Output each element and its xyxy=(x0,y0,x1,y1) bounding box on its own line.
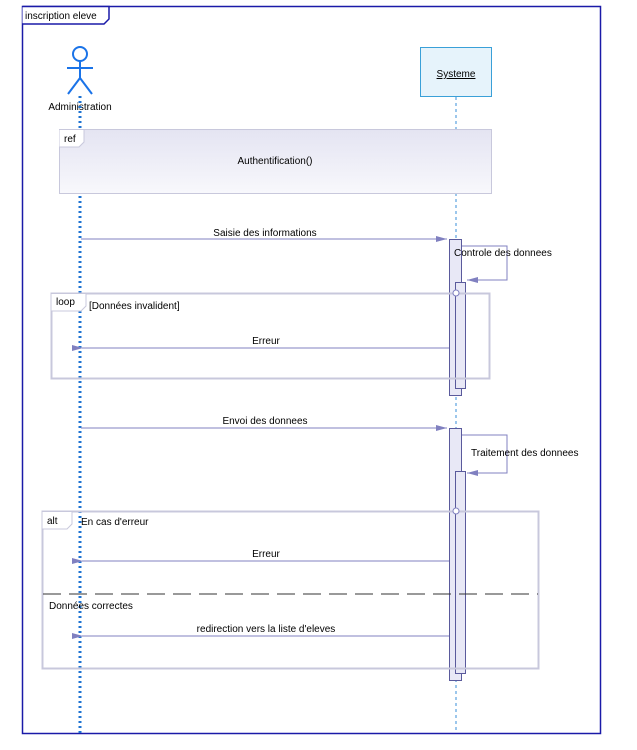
alt-fragment-tag xyxy=(42,511,73,530)
alt-fragment-tag-label: alt xyxy=(47,516,58,527)
system-activation-2-nested xyxy=(455,471,466,674)
message-traitement-arrow xyxy=(462,434,508,476)
alt-fragment-guard2: Données correctes xyxy=(49,601,133,612)
message-traitement-label: Traitement des donnees xyxy=(471,448,578,459)
loop-fragment xyxy=(50,292,491,380)
frame-title: inscription eleve xyxy=(25,11,97,22)
ref-fragment xyxy=(59,129,492,194)
diagram-frame xyxy=(21,5,602,735)
loop-fragment-tag xyxy=(51,293,87,312)
message-controle-label: Controle des donnees xyxy=(454,248,552,259)
system-participant-box xyxy=(420,47,492,97)
system-activation-1-nested xyxy=(455,282,466,389)
ref-fragment-tag-label: ref xyxy=(64,134,76,145)
frame-title-tab xyxy=(22,5,110,25)
alt-gate-icon xyxy=(452,507,460,515)
message-erreur1-label: Erreur xyxy=(252,336,280,347)
ref-fragment-label: Authentification() xyxy=(237,156,312,167)
message-erreur2-label: Erreur xyxy=(252,549,280,560)
ref-fragment-tag xyxy=(59,129,85,148)
message-saisie-label: Saisie des informations xyxy=(213,228,316,239)
message-envoi-label: Envoi des donnees xyxy=(222,416,307,427)
system-participant-name: Systeme xyxy=(437,69,476,80)
actor-icon xyxy=(67,46,93,95)
alt-fragment-guard1: En cas d'erreur xyxy=(81,517,149,528)
loop-fragment-guard: [Données invalident] xyxy=(89,301,180,312)
alt-fragment xyxy=(41,510,540,670)
message-controle-arrow xyxy=(462,245,508,283)
loop-gate-icon xyxy=(452,289,460,297)
loop-fragment-tag-label: loop xyxy=(56,297,75,308)
message-redirection-label: redirection vers la liste d'eleves xyxy=(197,624,336,635)
